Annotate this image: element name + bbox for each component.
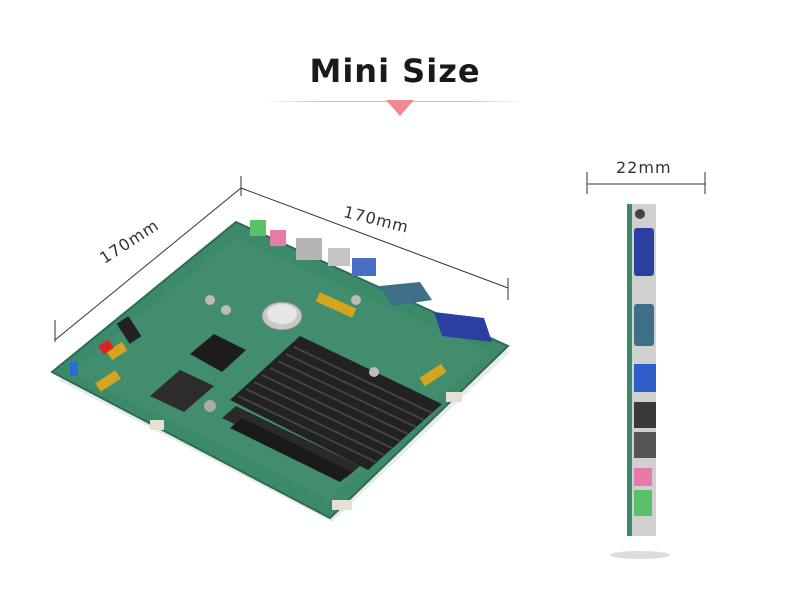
dimension-lines xyxy=(54,172,706,342)
side-usb-ports xyxy=(634,402,656,428)
audio-jack-green xyxy=(250,220,266,236)
side-audio-pink xyxy=(634,468,652,486)
side-audio-green xyxy=(634,490,652,516)
side-usb3-ports xyxy=(634,364,656,392)
usb3-port xyxy=(352,258,376,276)
audio-jack-pink xyxy=(270,230,286,246)
side-vga-port xyxy=(634,228,654,276)
side-photo xyxy=(610,204,670,559)
board-photo xyxy=(50,220,510,522)
vga-port xyxy=(434,312,492,342)
dimension-label-side: 22mm xyxy=(616,158,672,177)
title-pointer-icon xyxy=(386,100,414,116)
side-lan-port xyxy=(634,432,656,458)
serial-port xyxy=(380,282,432,306)
chip xyxy=(190,334,246,372)
lan-port xyxy=(296,238,322,260)
heatsink xyxy=(230,336,442,470)
page-title: Mini Size xyxy=(309,52,481,90)
usb-port xyxy=(328,248,350,266)
side-pcb xyxy=(627,204,635,536)
side-serial-port xyxy=(634,304,654,346)
